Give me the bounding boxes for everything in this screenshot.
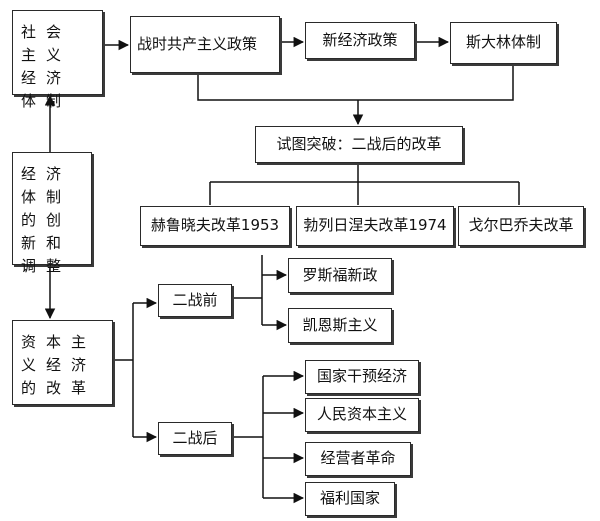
stalin-model-label: 斯大林体制: [465, 33, 541, 52]
gorbachev-reform-label: 戈尔巴乔夫改革: [468, 216, 574, 235]
khrushchev-reform-label: 赫鲁晓夫改革1953: [150, 216, 280, 235]
keynesianism-label: 凯恩斯主义: [302, 315, 378, 334]
welfare-state-box: 福利国家: [305, 482, 395, 516]
capitalism-reform-box: 资本主义经济的改革: [12, 320, 113, 405]
postwar-label: 二战后: [172, 428, 218, 447]
capitalism-reform-label: 资本主义经济的改革: [21, 333, 97, 397]
prewar-label: 二战前: [172, 290, 218, 309]
welfare-state-label: 福利国家: [319, 489, 380, 508]
prewar-box: 二战前: [158, 284, 232, 317]
roosevelt-new-deal-label: 罗斯福新政: [302, 265, 378, 284]
peoples-capitalism-label: 人民资本主义: [316, 405, 407, 424]
brezhnev-reform-box: 勃列日涅夫改革1974: [296, 206, 454, 246]
managerial-revolution-label: 经营者革命: [320, 449, 396, 468]
stalin-model-box: 斯大林体制: [450, 22, 557, 64]
war-communism-box: 战时共产主义政策: [130, 16, 280, 73]
state-intervention-box: 国家干预经济: [305, 360, 419, 394]
breakthrough-box: 试图突破：二战后的改革: [255, 126, 463, 163]
khrushchev-reform-box: 赫鲁晓夫改革1953: [140, 206, 290, 246]
roosevelt-new-deal-box: 罗斯福新政: [288, 258, 392, 293]
socialism-system-box: 社会主义经济体制: [12, 10, 103, 110]
state-intervention-label: 国家干预经济: [316, 367, 407, 386]
innovation-label: 经济体制的创新和调整: [21, 165, 72, 275]
innovation-box: 经济体制的创新和调整: [12, 152, 92, 275]
merge-bracket-top: [197, 64, 514, 101]
socialism-system-label: 社会主义经济体制: [21, 23, 72, 110]
brezhnev-reform-label: 勃列日涅夫改革1974: [303, 216, 447, 235]
peoples-capitalism-box: 人民资本主义: [305, 398, 419, 432]
breakthrough-label: 试图突破：二战后的改革: [276, 134, 442, 153]
nep-label: 新经济政策: [322, 30, 398, 49]
war-communism-label: 战时共产主义政策: [137, 34, 258, 53]
gorbachev-reform-box: 戈尔巴乔夫改革: [458, 206, 584, 246]
nep-box: 新经济政策: [305, 22, 415, 59]
postwar-box: 二战后: [158, 422, 232, 455]
keynesianism-box: 凯恩斯主义: [288, 308, 392, 343]
managerial-revolution-box: 经营者革命: [305, 442, 411, 476]
